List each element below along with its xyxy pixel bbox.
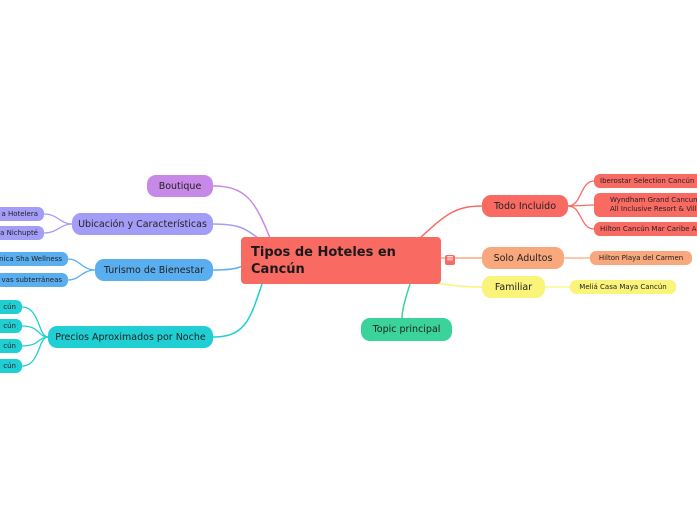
link-precios-child-4: [21, 336, 49, 367]
subtopic-precio-3[interactable]: cún: [0, 339, 22, 353]
topic-boutique[interactable]: Boutique: [147, 175, 213, 197]
topic-familiar[interactable]: Familiar: [482, 276, 545, 298]
topic-todo-incluido[interactable]: Todo Incluido: [482, 195, 568, 217]
central-topic[interactable]: Tipos de Hoteles en Cancún: [241, 237, 441, 284]
subtopic-zona-hotelera[interactable]: a Hotelera: [0, 207, 44, 221]
subtopic-precio-2[interactable]: cún: [0, 319, 22, 333]
link-bienestar-child-1: [67, 258, 96, 271]
topic-solo-adultos[interactable]: Solo Adultos: [482, 247, 564, 269]
subtopic-precio-4[interactable]: cún: [0, 359, 22, 373]
subtopic-cuevas-subterraneas[interactable]: vas subterráneas: [0, 273, 68, 287]
subtopic-precio-1[interactable]: cún: [0, 300, 22, 314]
link-todo-child-3: [567, 205, 595, 230]
link-precios: [212, 283, 263, 338]
topic-bienestar[interactable]: Turismo de Bienestar: [95, 259, 213, 281]
link-precios-child-1: [21, 306, 49, 338]
central-topic-title: Tipos de Hoteles en Cancún: [251, 244, 396, 277]
topic-principal[interactable]: Topic principal: [361, 318, 452, 341]
subtopic-laguna-nichupte[interactable]: a Nichupté: [0, 226, 44, 240]
link-todo-incluido: [419, 205, 483, 239]
topic-ubicacion[interactable]: Ubicación y Características: [72, 213, 213, 235]
subtopic-melia[interactable]: Meliá Casa Maya Cancún: [570, 280, 676, 294]
subtopic-hilton-mar-caribe[interactable]: Hilton Cancún Mar Caribe All Inclusive: [594, 222, 697, 236]
link-ubicacion: [212, 223, 259, 239]
link-todo-child-1: [567, 180, 595, 207]
link-boutique: [212, 185, 271, 239]
subtopic-hilton-playa[interactable]: Hilton Playa del Carmen: [590, 251, 692, 265]
subtopic-clinica-sha[interactable]: nica Sha Wellness: [0, 252, 68, 266]
subtopic-iberostar[interactable]: Iberostar Selection Cancún: [594, 174, 697, 188]
topic-precios[interactable]: Precios Aproximados por Noche: [48, 326, 213, 348]
link-ubicacion-child-1: [43, 213, 73, 225]
subtopic-wyndham[interactable]: Wyndham Grand Cancun All Inclusive Resor…: [594, 193, 697, 217]
link-bienestar-child-2: [67, 269, 96, 281]
collapse-icon[interactable]: ≡: [445, 254, 455, 265]
link-ubicacion-child-2: [43, 223, 73, 234]
link-topic-principal: [401, 283, 411, 319]
